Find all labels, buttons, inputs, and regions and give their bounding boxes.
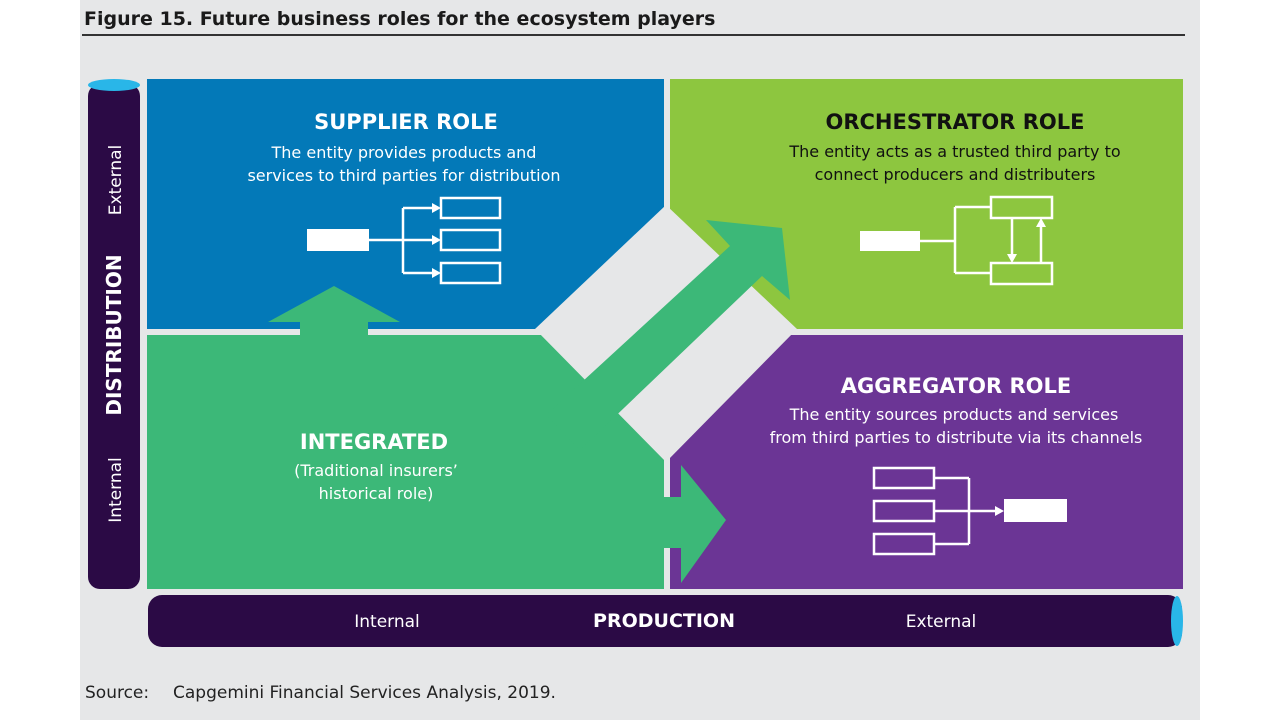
production-axis-name: PRODUCTION	[593, 610, 735, 632]
arrow-to-supplier	[268, 286, 400, 335]
orchestrator-desc-line1: The entity acts as a trusted third party…	[788, 142, 1120, 161]
supplier-distribution-icon	[307, 196, 502, 285]
orchestrator-desc-line2: connect producers and distributers	[815, 165, 1096, 184]
source-text: Capgemini Financial Services Analysis, 2…	[173, 683, 556, 703]
figure-source: Source: Capgemini Financial Services Anal…	[85, 683, 556, 703]
arrow-to-orchestrator	[546, 220, 790, 450]
supplier-desc-line1: The entity provides products and	[271, 143, 537, 162]
orchestrator-quadrant	[670, 79, 1183, 329]
integrated-quadrant	[147, 335, 664, 589]
aggregator-quadrant	[670, 335, 1183, 589]
distribution-internal-label: Internal	[106, 457, 126, 523]
integrated-desc-line1: (Traditional insurers’	[294, 461, 458, 480]
source-label: Source:	[85, 683, 150, 703]
distribution-axis-cap	[88, 79, 140, 91]
production-axis-bar	[148, 595, 1182, 647]
integrated-desc-line2: historical role)	[319, 484, 434, 503]
distribution-axis-bar	[88, 84, 140, 589]
aggregator-desc-line1: The entity sources products and services	[789, 405, 1119, 424]
production-internal-label: Internal	[354, 612, 420, 632]
supplier-quadrant	[147, 79, 664, 329]
distribution-external-label: External	[106, 145, 126, 216]
supplier-desc-line2: services to third parties for distributi…	[247, 166, 560, 185]
distribution-axis-name: DISTRIBUTION	[102, 254, 126, 415]
aggregator-sourcing-icon	[872, 466, 1067, 556]
title-rule	[82, 34, 1185, 36]
supplier-title: SUPPLIER ROLE	[314, 110, 498, 134]
arrow-to-aggregator	[640, 465, 726, 583]
production-external-label: External	[906, 612, 977, 632]
figure-title: Figure 15. Future business roles for the…	[84, 8, 716, 30]
integrated-title: INTEGRATED	[300, 430, 448, 454]
aggregator-title: AGGREGATOR ROLE	[841, 374, 1072, 398]
aggregator-desc-line2: from third parties to distribute via its…	[770, 428, 1143, 447]
orchestrator-connect-icon	[860, 195, 1054, 286]
orchestrator-title: ORCHESTRATOR ROLE	[825, 110, 1084, 134]
production-axis-cap	[1171, 596, 1183, 646]
